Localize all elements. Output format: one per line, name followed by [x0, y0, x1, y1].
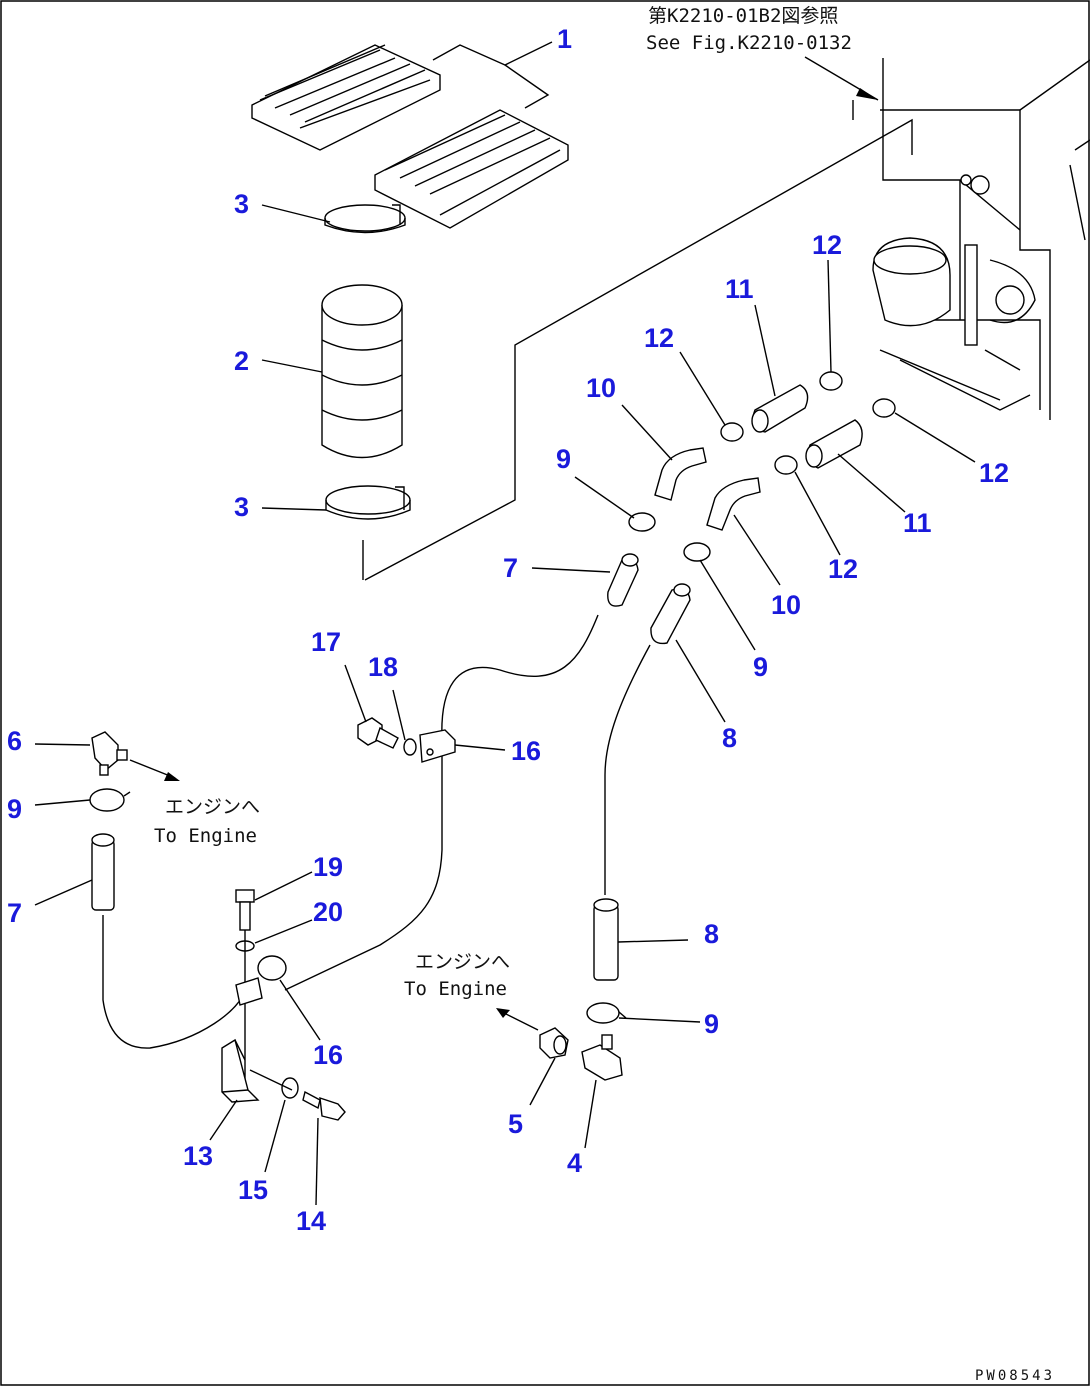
clip-16-lower: [235, 955, 287, 1006]
engine-note-jp: エンジンへ: [165, 796, 260, 818]
hose-clamp-left: [89, 788, 131, 812]
hose-8-lower: [593, 898, 619, 981]
callout-label: 14: [296, 1206, 326, 1236]
hose-11: [751, 384, 863, 469]
cab-body: [872, 58, 1090, 420]
hose-route-7: [284, 614, 599, 991]
callout-label: 9: [7, 794, 22, 824]
callout-label: 12: [644, 323, 674, 353]
callout-label: 9: [753, 652, 768, 682]
callout-label: 20: [313, 897, 343, 927]
callout-label: 2: [234, 346, 249, 376]
band-clamp-lower: [325, 485, 411, 520]
fitting-5: [539, 1027, 569, 1059]
engine-note2-jp: エンジンへ: [415, 951, 510, 973]
engine-note2-en: To Engine: [404, 978, 507, 1000]
cylinder-filter: [321, 284, 403, 459]
callout-label: 11: [725, 274, 754, 304]
bolt-19: [235, 889, 255, 931]
callout-label: 4: [567, 1148, 582, 1178]
washer-18: [403, 738, 417, 756]
clip-16-upper: [419, 729, 456, 763]
bolt-axis-2: [249, 1069, 293, 1091]
callout-label: 1: [557, 24, 572, 54]
band-clamp-upper: [324, 204, 406, 234]
fitting-4: [581, 1034, 623, 1081]
hose-7-upper: [607, 553, 639, 607]
hose-route-8: [604, 644, 651, 895]
callout-label: 16: [511, 736, 541, 766]
callout-labels: 1 3 2 3 12 11 12 10 9 12 11 12 10 7 9 8 …: [7, 24, 1009, 1236]
callout-label: 12: [979, 458, 1009, 488]
bracket-13: [221, 1038, 260, 1103]
washer-15: [281, 1077, 299, 1099]
callout-label: 3: [234, 189, 249, 219]
filter-element: [251, 44, 569, 229]
callout-label: 12: [828, 554, 858, 584]
callout-label: 3: [234, 492, 249, 522]
leader-lines: [34, 41, 976, 1206]
callout-label: 10: [586, 373, 616, 403]
bolt-14: [302, 1090, 346, 1121]
callout-label: 8: [722, 723, 737, 753]
to-engine-arrow2-icon: [496, 1008, 510, 1018]
callout-label: 18: [368, 652, 398, 682]
callout-label: 13: [183, 1141, 213, 1171]
callout-label: 7: [7, 898, 22, 928]
hose-clamp-bottom: [586, 1002, 627, 1024]
callout-label: 6: [7, 726, 22, 756]
fitting-6: [91, 731, 128, 776]
reference-arrow-icon: [856, 88, 878, 100]
callout-label: 15: [238, 1175, 268, 1205]
callout-label: 17: [311, 627, 341, 657]
hose-route-7b: [102, 915, 246, 1049]
hose-8-upper: [650, 583, 691, 645]
hose-7-lower: [91, 833, 115, 911]
callout-label: 11: [903, 508, 932, 538]
reference-en: See Fig.K2210-0132: [646, 32, 852, 54]
callout-label: 8: [704, 919, 719, 949]
callout-label: 19: [313, 852, 343, 882]
engine-note-en: To Engine: [154, 825, 257, 847]
to-engine-arrow-icon: [164, 772, 180, 781]
reference-jp: 第K2210-01B2図参照: [648, 5, 838, 27]
callout-label: 9: [556, 444, 571, 474]
callout-label: 12: [812, 230, 842, 260]
callout-label: 10: [771, 590, 801, 620]
callout-label: 9: [704, 1009, 719, 1039]
callout-label: 7: [503, 553, 518, 583]
elbow-hose-10: [654, 447, 761, 531]
callout-label: 5: [508, 1109, 523, 1139]
callout-label: 16: [313, 1040, 343, 1070]
drawing-code: PW08543: [975, 1368, 1055, 1384]
bolt-17: [357, 717, 399, 749]
group-outline: [364, 118, 913, 581]
